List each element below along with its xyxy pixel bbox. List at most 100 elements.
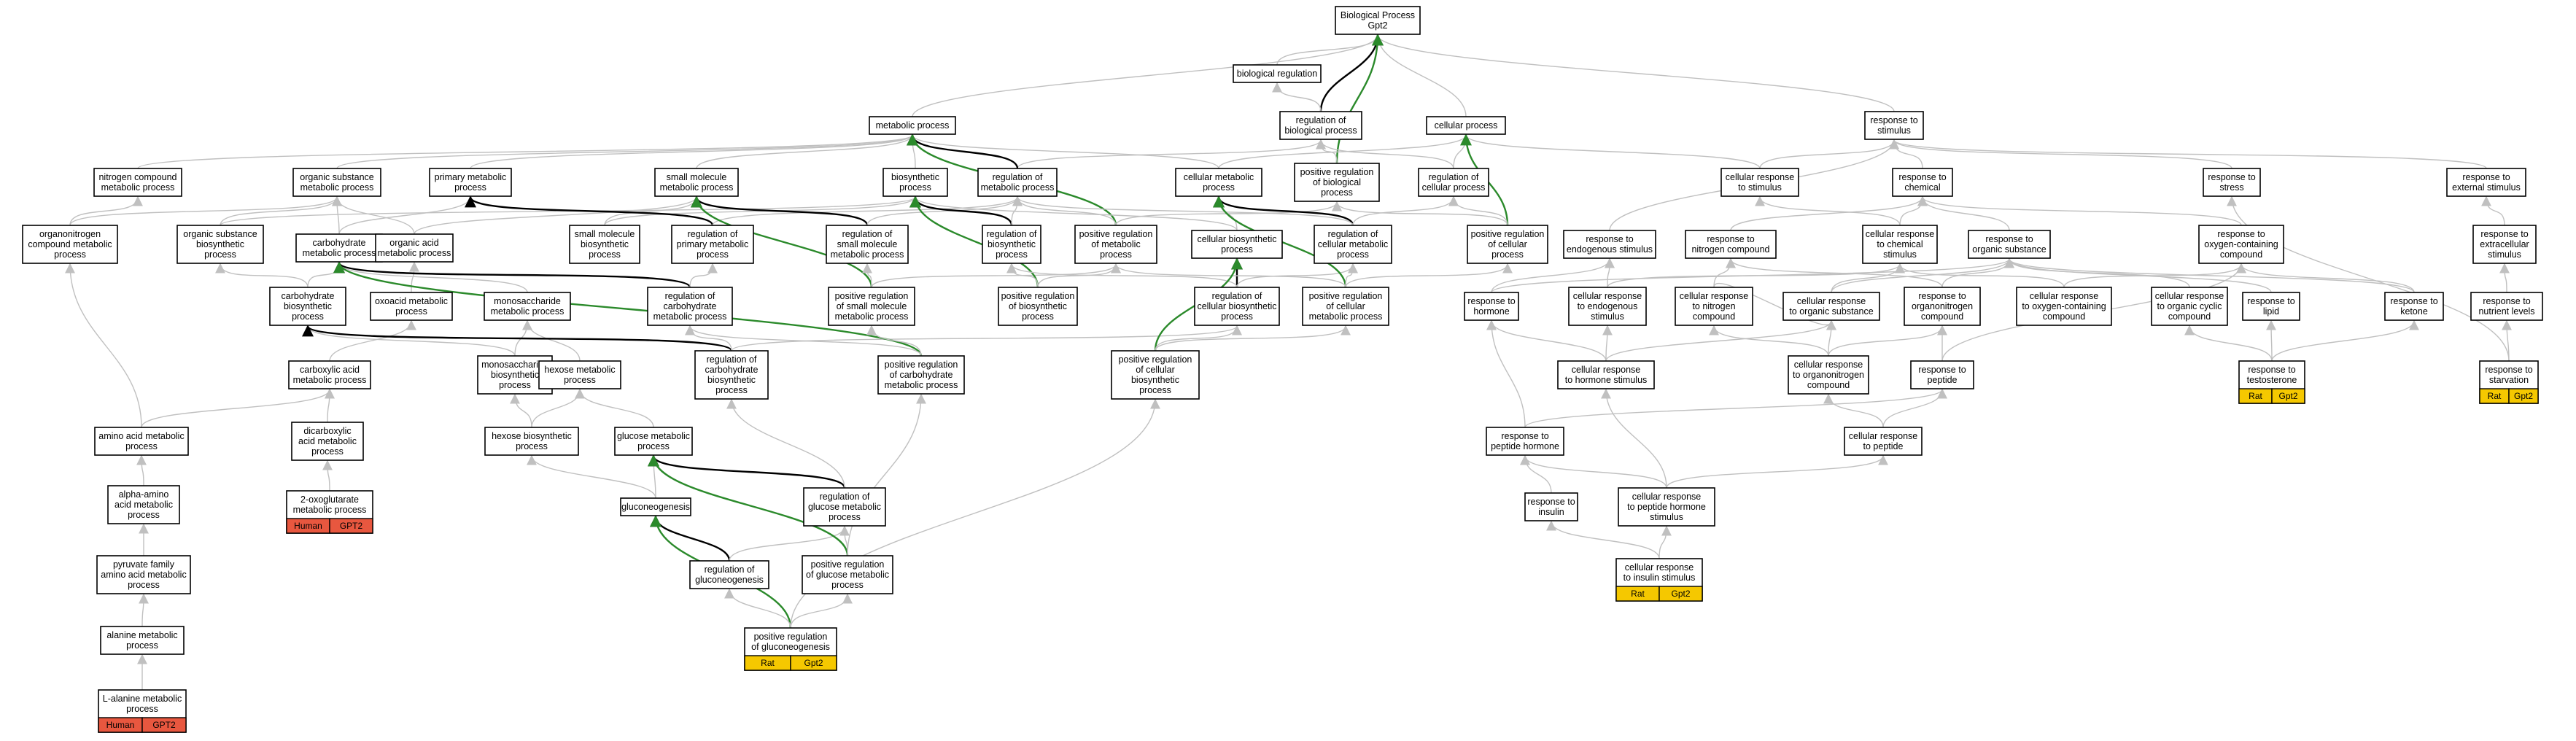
is-a-edge	[1889, 139, 2487, 169]
node-label-line: to peptide	[1863, 441, 1904, 451]
node-label-line: cellular process	[1435, 120, 1498, 131]
node-box	[671, 225, 754, 264]
node-label-line: peptide hormone	[1491, 441, 1559, 451]
node-label-line: carbohydrate	[282, 291, 335, 301]
node-box	[977, 168, 1058, 197]
node-label-line: process	[128, 580, 160, 590]
node-label-line: organic acid	[389, 238, 438, 248]
node-label-line: dicarboxylic	[303, 426, 351, 436]
node-label-line: amino acid metabolic	[101, 570, 186, 580]
is-a-edge	[2004, 257, 2190, 288]
is-a-edge	[470, 133, 917, 169]
annotation-species: Human	[294, 521, 322, 531]
node-label-line: cellular response	[1797, 296, 1866, 306]
node-label-line: biosynthetic	[196, 239, 244, 249]
node-label-line: biological process	[1284, 125, 1357, 136]
is-a-edge	[138, 593, 149, 627]
node-box	[1111, 350, 1200, 400]
is-a-edge	[712, 195, 1023, 226]
annotation-gene: Gpt2	[804, 658, 823, 668]
node-box	[982, 225, 1041, 264]
node-label-line: regulation of	[820, 492, 870, 502]
node-label-line: stimulus	[1591, 311, 1624, 322]
is-a-edge	[1602, 325, 1613, 362]
node-box	[1467, 225, 1548, 264]
node-label-line: positive regulation	[835, 291, 909, 301]
node-label-line: metabolic process	[831, 249, 904, 260]
is-a-edge	[1755, 195, 1901, 226]
node-label-line: monosaccharide	[494, 296, 561, 306]
go-term-node: metabolic process	[869, 116, 956, 135]
node-label-line: process	[899, 182, 931, 193]
node-label-line: cellular response	[1726, 172, 1795, 182]
is-a-edge	[1448, 195, 1508, 226]
is-a-edge	[2004, 257, 2415, 293]
node-box	[1314, 225, 1392, 264]
node-label-line: metabolic process	[885, 380, 958, 390]
node-label-line: cellular metabolic	[1184, 172, 1254, 182]
node-label-line: process	[499, 380, 531, 390]
is-a-edge	[1111, 263, 1346, 288]
node-box	[22, 225, 118, 264]
node-label-line: cellular biosynthetic	[1197, 234, 1276, 244]
node-box	[291, 422, 364, 461]
is-a-edge	[1012, 195, 1117, 226]
is-a-edge	[1607, 263, 1905, 288]
node-box	[94, 427, 189, 456]
is-a-edge	[1831, 257, 2014, 293]
is-a-edge	[510, 393, 532, 428]
node-label-line: cellular metabolic	[1318, 239, 1389, 249]
node-label-line: process	[454, 182, 486, 193]
node-label-line: carbohydrate	[705, 365, 759, 375]
go-term-node: gluconeogenesis	[620, 497, 691, 516]
node-box	[107, 485, 180, 524]
node-label-line: organonitrogen	[1912, 301, 1973, 311]
node-label-line: biosynthetic	[1131, 375, 1179, 385]
node-label-line: compound	[1807, 380, 1850, 390]
node-label-line: alanine metabolic	[106, 630, 177, 640]
go-term-node: biological regulation	[1233, 64, 1322, 83]
node-label-line: regulation of	[705, 565, 755, 575]
node-label-line: stress	[2219, 182, 2243, 193]
node-box	[1426, 116, 1506, 135]
node-label-line: process	[1337, 249, 1369, 260]
node-box	[1279, 111, 1362, 140]
is-a-edge	[685, 325, 922, 357]
node-label-line: response to	[1898, 172, 1946, 182]
node-label-line: primary metabolic	[677, 239, 749, 249]
node-box	[1175, 168, 1262, 197]
node-box	[1568, 287, 1647, 326]
is-a-edge	[871, 263, 1121, 288]
node-label-line: external stimulus	[2452, 182, 2521, 193]
node-box	[93, 168, 182, 197]
node-box	[1233, 64, 1322, 83]
node-box	[569, 225, 640, 264]
node-box	[2151, 287, 2228, 326]
node-label-line: regulation of	[1296, 115, 1346, 125]
is-a-edge	[907, 133, 1219, 169]
node-label-line: carbohydrate	[313, 238, 366, 248]
is-a-edge	[1006, 263, 1238, 288]
node-label-line: response to	[2462, 172, 2510, 182]
node-box	[1862, 225, 1938, 264]
node-label-line: process	[204, 249, 236, 260]
node-label-line: metabolic process	[293, 505, 367, 515]
node-label-line: hexose metabolic	[544, 365, 615, 375]
node-box	[100, 626, 185, 655]
regulates-edge	[333, 261, 691, 288]
node-label-line: metabolic process	[1309, 311, 1383, 322]
is-a-edge	[2004, 257, 2272, 293]
node-box	[1892, 168, 1953, 197]
